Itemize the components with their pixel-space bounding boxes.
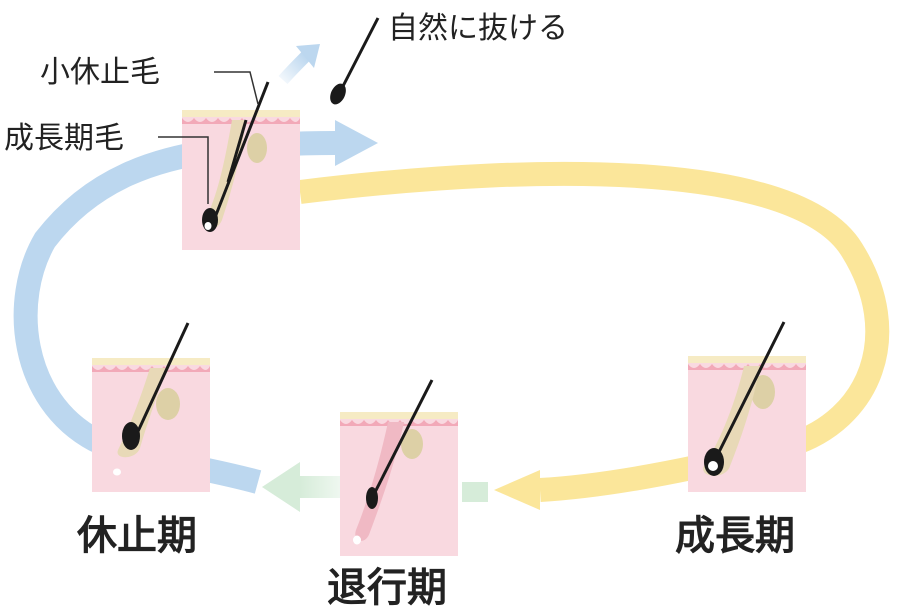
small-telogen-hair-label: 小休止毛: [40, 55, 160, 90]
anagen-cycle-arrow: [298, 161, 890, 502]
telogen-phase-label: 休止期: [76, 513, 197, 559]
catagen-arrow-body: [300, 476, 340, 498]
skin-block-anagen: [688, 321, 806, 492]
shedding-arrowhead: [296, 44, 320, 68]
catagen-arrowhead: [262, 462, 300, 512]
skin-block-top: [182, 81, 300, 250]
leader-line-small-telogen: [214, 71, 259, 105]
catagen-phase-label: 退行期: [327, 565, 447, 611]
anagen-hair-label: 成長期毛: [4, 121, 124, 156]
shed-hair-bulb: [330, 83, 346, 105]
anagen-phase-label: 成長期: [675, 513, 795, 559]
natural-shedding-label: 自然に抜ける: [388, 11, 568, 46]
skin-block-telogen: [92, 322, 210, 492]
skin-block-catagen: [340, 379, 458, 556]
telogen-arrowhead: [335, 120, 378, 166]
catagen-arrow-tail-right: [462, 482, 488, 502]
anagen-arrowhead: [494, 470, 540, 510]
shed-hair-strand: [338, 17, 380, 93]
leader-line-anagen-hair: [158, 136, 209, 204]
shedding-arrow: [278, 51, 311, 85]
